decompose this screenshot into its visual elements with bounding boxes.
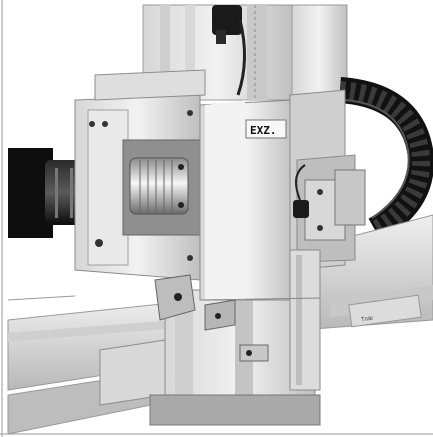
cable-top [212,5,247,96]
clamp-blocks [154,274,269,362]
motor-flange [74,69,206,281]
carriage-label-plate [245,119,287,139]
proximity-switch-icon [293,200,309,218]
horizontal-rail-back: Tnär [299,214,433,331]
bellows-coupling [129,157,189,215]
sensor-bracket [293,164,366,241]
carriage-label-text: EXZ. [250,124,277,137]
energy-chain [338,77,433,242]
rail-marking-text: Tnär [361,316,374,324]
horizontal-rail-front [7,299,201,435]
